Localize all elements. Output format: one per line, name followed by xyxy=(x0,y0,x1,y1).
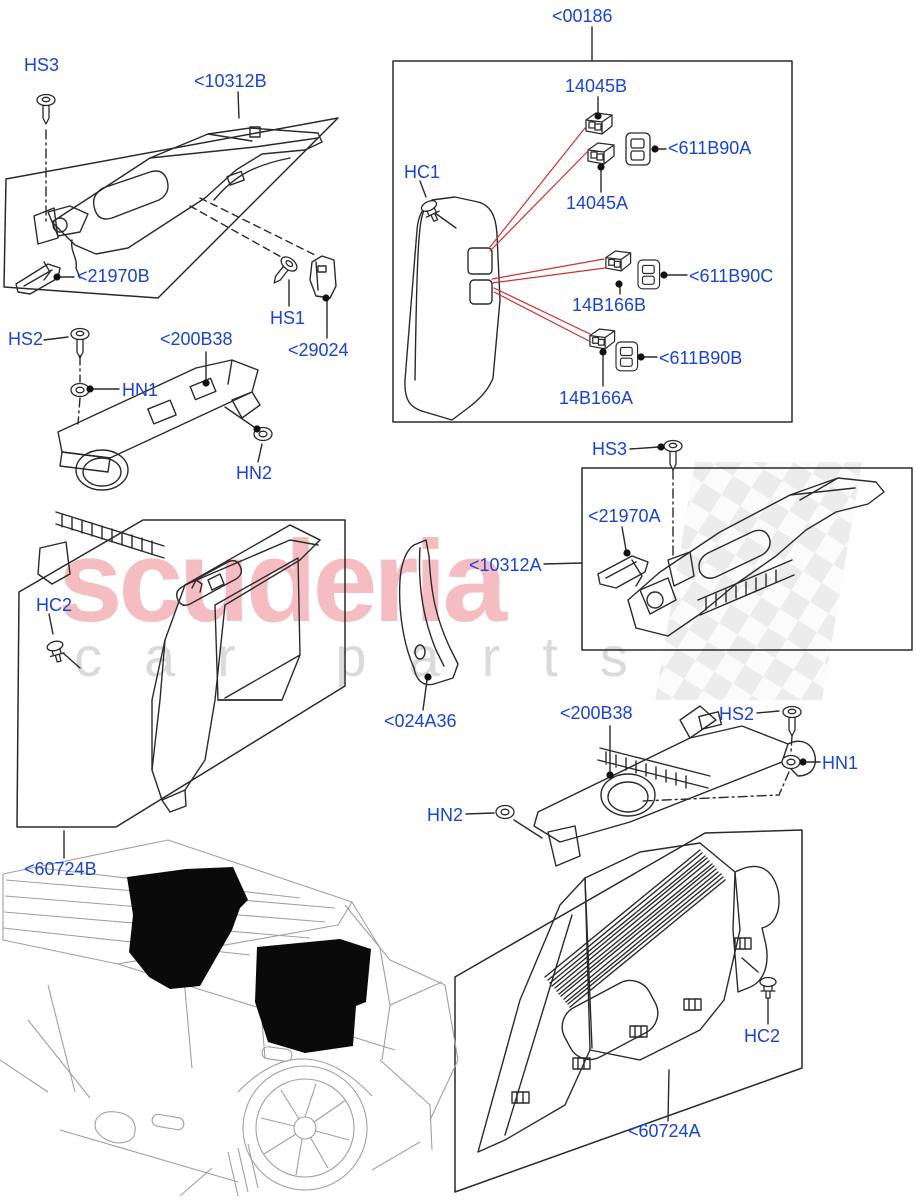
part-label-hn1-lower[interactable]: HN1 xyxy=(822,753,859,773)
part-label-hs3-right[interactable]: HS3 xyxy=(592,439,628,459)
hs1-screw-icon xyxy=(266,253,301,307)
switch-14b166a-icon xyxy=(589,328,616,350)
part-label-hs2-lower[interactable]: HS2 xyxy=(719,704,755,724)
part-label-21970a[interactable]: <21970A xyxy=(588,506,661,526)
hs3-screw-icon xyxy=(36,93,56,223)
part-label-hs1[interactable]: HS1 xyxy=(270,308,306,328)
part-label-14b166a[interactable]: 14B166A xyxy=(559,388,634,408)
part-label-hs2-upper[interactable]: HS2 xyxy=(8,329,44,349)
part-label-611b90a[interactable]: <611B90A xyxy=(668,138,752,158)
box-10312b-group xyxy=(3,117,339,299)
box-00186-group xyxy=(392,26,793,423)
hs2-upper-screw-icon xyxy=(43,327,90,383)
part-label-200b38-lower[interactable]: <200B38 xyxy=(560,703,633,723)
hn1-upper-grommet-icon xyxy=(70,382,120,425)
part-024a36-pillar-trim xyxy=(398,539,459,711)
part-label-611b90c[interactable]: <611B90C xyxy=(689,266,774,286)
part-label-hc1[interactable]: HC1 xyxy=(404,162,441,182)
part-21970b-strip xyxy=(15,261,61,295)
bezel-611b90a-icon xyxy=(625,132,651,166)
hs2-lower-screw-icon xyxy=(756,705,802,753)
part-label-00186[interactable]: <00186 xyxy=(552,6,613,26)
part-label-hs3-top[interactable]: HS3 xyxy=(24,55,60,75)
part-label-14045b[interactable]: 14045B xyxy=(565,76,628,96)
hn1-lower-grommet-icon xyxy=(641,754,821,802)
part-label-14b166b[interactable]: 14B166B xyxy=(572,295,647,315)
part-label-14045a[interactable]: 14045A xyxy=(566,193,629,213)
checkered-flag-watermark xyxy=(655,462,862,700)
part-label-10312b[interactable]: <10312B xyxy=(194,71,267,91)
part-label-hn1-upper[interactable]: HN1 xyxy=(122,380,159,400)
trim-clips xyxy=(511,937,752,1104)
part-label-10312a[interactable]: <10312A xyxy=(469,555,542,575)
switch-14b166b-icon xyxy=(605,250,632,272)
part-label-hn2-lower[interactable]: HN2 xyxy=(427,805,464,825)
hn2-lower-grommet-icon xyxy=(465,804,543,839)
part-label-60724b[interactable]: <60724B xyxy=(24,859,97,879)
box-10312a-group xyxy=(581,439,913,651)
part-label-024a36[interactable]: <024A36 xyxy=(384,711,457,731)
vehicle-outline-drawing xyxy=(0,839,459,1197)
part-21970a-strip xyxy=(597,555,649,589)
highlighted-trim-panels xyxy=(127,867,371,1053)
box-60724b-group xyxy=(16,519,346,859)
part-200b38-lower-bracket xyxy=(533,705,817,867)
part-label-611b90b[interactable]: <611B90B xyxy=(659,348,743,368)
hn2-upper-grommet-icon xyxy=(224,406,273,463)
hc2-lower-fastener-icon xyxy=(759,976,777,1025)
hc1-fastener-icon xyxy=(419,180,457,229)
part-label-hc2-upper[interactable]: HC2 xyxy=(36,595,73,615)
hc2-upper-fastener-icon xyxy=(45,613,81,669)
box-60724a-group xyxy=(454,829,803,1193)
part-29024-bracket xyxy=(309,255,337,339)
part-200b38-upper-bracket xyxy=(37,351,261,585)
leader-dots xyxy=(53,112,807,779)
red-locator-lines xyxy=(489,127,606,343)
part-label-60724a[interactable]: <60724A xyxy=(628,1121,701,1141)
watermark-brand-text: scuderia xyxy=(58,516,507,646)
bezel-611b90c-icon xyxy=(637,259,661,290)
part-label-21970b[interactable]: <21970B xyxy=(77,266,150,286)
bezel-611b90b-icon xyxy=(615,341,639,372)
part-label-29024[interactable]: <29024 xyxy=(288,340,349,360)
hs3-right-screw-icon xyxy=(629,439,683,557)
part-label-hn2-upper[interactable]: HN2 xyxy=(236,463,273,483)
switch-14045a-icon xyxy=(587,142,615,165)
part-label-hc2-lower[interactable]: HC2 xyxy=(744,1026,781,1046)
part-label-200b38-upper[interactable]: <200B38 xyxy=(160,329,233,349)
